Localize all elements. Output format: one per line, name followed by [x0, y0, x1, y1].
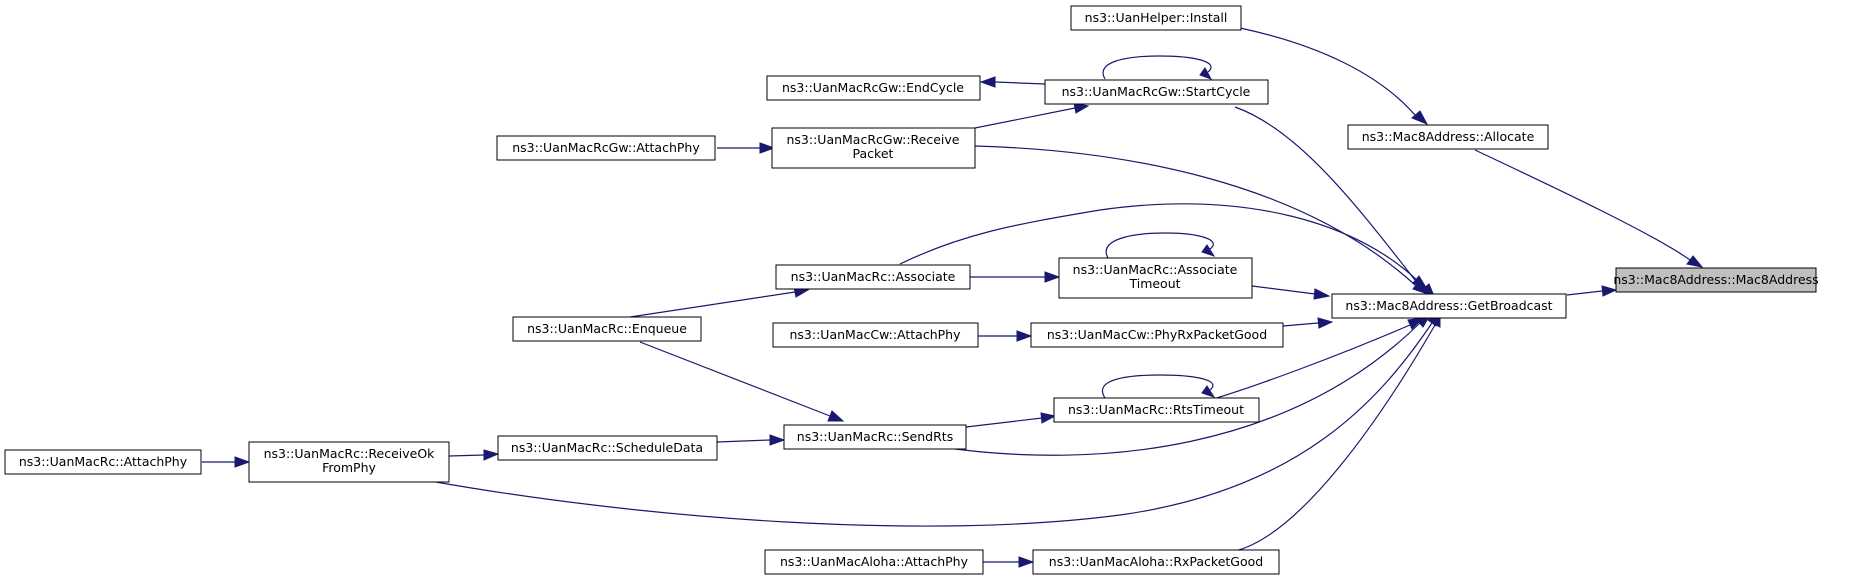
- node-rc-scheduledata[interactable]: ns3::UanMacRc::ScheduleData: [497, 435, 718, 461]
- node-rc-rtstimeout[interactable]: ns3::UanMacRc::RtsTimeout: [1053, 397, 1260, 423]
- edge-cw-attachphy-to-phyrxpacketgood: [978, 330, 1033, 342]
- node-label-line: ns3::UanMacRc::ScheduleData: [511, 440, 703, 455]
- edge-phyrxpacketgood-to-getbroadcast: [1282, 317, 1334, 329]
- node-label: ns3::UanMacAloha::AttachPhy: [780, 554, 969, 569]
- node-rc-sendrts[interactable]: ns3::UanMacRc::SendRts: [783, 424, 967, 450]
- node-label-line: Timeout: [1128, 276, 1180, 291]
- node-label-line: ns3::UanMacCw::PhyRxPacketGood: [1047, 327, 1267, 342]
- edge-rc-attachphy-to-receiveokfromphy: [202, 456, 251, 468]
- node-rcgw-attachphy[interactable]: ns3::UanMacRcGw::AttachPhy: [496, 135, 716, 161]
- node-label: ns3::UanMacCw::AttachPhy: [790, 327, 962, 342]
- node-cw-phyrxpacketgood[interactable]: ns3::UanMacCw::PhyRxPacketGood: [1030, 322, 1284, 348]
- node-label: ns3::UanMacRc::Associate: [791, 269, 956, 284]
- node-label-line: ns3::UanMacRc::AttachPhy: [19, 454, 188, 469]
- node-label-line: ns3::UanMacRcGw::AttachPhy: [512, 140, 700, 155]
- node-label: ns3::UanMacRc::SendRts: [797, 429, 953, 444]
- edge-enqueue-to-sendrts: [639, 341, 845, 422]
- node-rcgw-startcycle[interactable]: ns3::UanMacRcGw::StartCycle: [1044, 79, 1269, 105]
- node-label: ns3::UanMacRcGw::AttachPhy: [512, 140, 700, 155]
- node-label: ns3::UanMacAloha::RxPacketGood: [1049, 554, 1263, 569]
- edge-associate-to-associatetimeout: [970, 271, 1061, 283]
- node-label: ns3::UanHelper::Install: [1085, 10, 1228, 25]
- edge-enqueue-to-associate: [629, 286, 810, 318]
- edge-getbroadcast-to-mac8address: [1566, 285, 1618, 297]
- edge-aloha-attachphy-to-rxpacketgood: [983, 556, 1035, 568]
- edge-rcgw-attachphy-to-receivepacket: [717, 142, 776, 154]
- node-rc-associate[interactable]: ns3::UanMacRc::Associate: [775, 264, 971, 290]
- node-label-line: ns3::Mac8Address::GetBroadcast: [1345, 298, 1552, 313]
- node-uanhelper-install[interactable]: ns3::UanHelper::Install: [1070, 5, 1242, 31]
- node-label-line: ns3::UanMacRc::ReceiveOk: [264, 446, 436, 461]
- node-label-line: ns3::UanMacRcGw::Receive: [786, 132, 959, 147]
- node-label-line: ns3::UanMacRc::SendRts: [797, 429, 953, 444]
- edge-allocate-to-mac8address: [1474, 149, 1704, 268]
- node-label-line: ns3::UanMacRcGw::EndCycle: [782, 80, 964, 95]
- edge-receivepacket-to-startcycle: [974, 102, 1090, 129]
- node-label-line: ns3::UanMacCw::AttachPhy: [790, 327, 962, 342]
- node-rc-enqueue[interactable]: ns3::UanMacRc::Enqueue: [512, 316, 702, 342]
- node-label: ns3::Mac8Address::Allocate: [1362, 129, 1535, 144]
- node-label: ns3::UanMacRc::RtsTimeout: [1068, 402, 1244, 417]
- node-getbroadcast[interactable]: ns3::Mac8Address::GetBroadcast: [1331, 293, 1567, 319]
- edge-rxpacketgood-to-getbroadcast: [1234, 310, 1441, 552]
- node-label: ns3::Mac8Address::GetBroadcast: [1345, 298, 1552, 313]
- node-label: ns3::UanMacRcGw::EndCycle: [782, 80, 964, 95]
- node-rc-attachphy[interactable]: ns3::UanMacRc::AttachPhy: [4, 449, 202, 475]
- node-label-line: ns3::UanMacAloha::RxPacketGood: [1049, 554, 1263, 569]
- edge-associatetimeout-to-getbroadcast: [1251, 285, 1331, 300]
- edge-startcycle-self-loop: [1102, 55, 1213, 80]
- node-label: ns3::UanMacRc::ScheduleData: [511, 440, 703, 455]
- edge-startcycle-to-endcycle: [979, 76, 1046, 88]
- node-label-line: ns3::Mac8Address::Mac8Address: [1613, 272, 1818, 287]
- node-allocate[interactable]: ns3::Mac8Address::Allocate: [1347, 124, 1549, 150]
- node-label: ns3::UanMacRc::AttachPhy: [19, 454, 188, 469]
- node-label-line: ns3::UanMacRcGw::StartCycle: [1062, 84, 1251, 99]
- node-label-line: ns3::UanMacRc::Enqueue: [527, 321, 687, 336]
- edge-associatetimeout-self-loop: [1105, 232, 1216, 259]
- node-label-line: ns3::UanMacRc::Associate: [1073, 262, 1238, 277]
- edge-receiveokfromphy-to-scheduledata: [448, 449, 500, 461]
- edge-associate-to-getbroadcast: [899, 203, 1435, 298]
- edge-sendrts-to-rtstimeout: [965, 412, 1057, 428]
- node-label-line: ns3::UanMacAloha::AttachPhy: [780, 554, 969, 569]
- node-aloha-rxpacketgood[interactable]: ns3::UanMacAloha::RxPacketGood: [1032, 549, 1280, 575]
- node-label-line: ns3::Mac8Address::Allocate: [1362, 129, 1535, 144]
- node-label-line: ns3::UanMacRc::RtsTimeout: [1068, 402, 1244, 417]
- node-label: ns3::UanMacRcGw::StartCycle: [1062, 84, 1251, 99]
- node-label-line: Packet: [853, 146, 894, 161]
- edge-scheduledata-to-sendrts: [716, 434, 786, 446]
- node-aloha-attachphy[interactable]: ns3::UanMacAloha::AttachPhy: [764, 549, 984, 575]
- node-label: ns3::Mac8Address::Mac8Address: [1613, 272, 1818, 287]
- node-label-line: ns3::UanMacRc::Associate: [791, 269, 956, 284]
- node-rcgw-endcycle[interactable]: ns3::UanMacRcGw::EndCycle: [766, 75, 981, 101]
- node-label-line: ns3::UanHelper::Install: [1085, 10, 1228, 25]
- node-cw-attachphy[interactable]: ns3::UanMacCw::AttachPhy: [772, 322, 979, 348]
- node-label: ns3::UanMacCw::PhyRxPacketGood: [1047, 327, 1267, 342]
- edge-uanhelper-install-to-allocate: [1239, 27, 1429, 125]
- node-label-line: FromPhy: [322, 460, 376, 475]
- node-label: ns3::UanMacRc::Enqueue: [527, 321, 687, 336]
- edge-rtstimeout-self-loop: [1102, 374, 1216, 399]
- node-mac8address-constructor[interactable]: ns3::Mac8Address::Mac8Address: [1613, 267, 1819, 293]
